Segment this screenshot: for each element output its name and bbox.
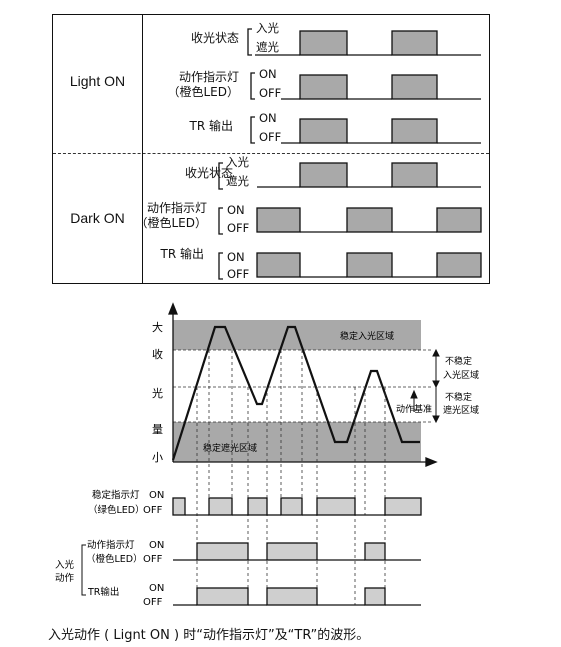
dark-on-tr-on-label: ON (227, 250, 245, 264)
tr-output-label: TR输出 (87, 586, 119, 598)
action-indicator-off: OFF (143, 554, 163, 565)
light-on-receive-pulse-2 (391, 30, 438, 56)
stable-incident-label: 稳定入光区域 (340, 330, 394, 342)
y-axis-arrow (168, 302, 178, 315)
dark-on-action-off-label: OFF (227, 221, 250, 235)
light-on-action-off-label: OFF (259, 86, 282, 100)
light-on-receive-high-label: 入光 (256, 21, 279, 35)
dark-on-action-pulse-2 (346, 207, 393, 233)
bracket-5 (218, 207, 223, 235)
light-on-receive-low-label: 遮光 (256, 40, 279, 54)
unstable-shade-label-2: 遮光区域 (443, 404, 479, 416)
light-on-receive-pulse-1 (299, 30, 348, 56)
mode-waveform-table: Light ON Dark ON 收光状态 入光 遮光 动作指示灯 （橙色LED… (52, 14, 490, 284)
light-on-tr-pulse-2 (391, 118, 438, 144)
bracket-2 (250, 72, 255, 100)
light-on-action-pulse-1 (299, 74, 348, 100)
group-label-2: 动作 (55, 572, 75, 584)
table-column-separator (142, 15, 143, 283)
action-indicator-on: ON (149, 540, 164, 551)
threshold-label: 动作基准 (396, 403, 432, 415)
dark-on-receive-high-label: 入光 (226, 155, 249, 169)
dark-on-tr-off-label: OFF (227, 267, 250, 281)
light-on-tr-output-label: TR 输出 (189, 119, 233, 133)
dark-on-receive-pulse-2 (391, 162, 438, 188)
light-on-tr-on-label: ON (259, 111, 277, 125)
dark-on-tr-output-label: TR 输出 (160, 247, 204, 261)
bracket-3 (250, 116, 255, 144)
unstable-incident-label-2: 入光区域 (443, 369, 479, 381)
table-row-separator (53, 153, 489, 154)
tr-output-off: OFF (143, 597, 163, 608)
top-waveforms (218, 28, 482, 280)
group-bracket (81, 544, 86, 596)
unstable-incident-label-1: 不稳定 (445, 355, 472, 367)
unstable-shade-label-1: 不稳定 (445, 391, 472, 403)
stable-indicator-on: ON (149, 490, 164, 501)
action-indicator-label-1: 动作指示灯 (87, 539, 135, 551)
dark-on-action-pulse-1 (256, 207, 301, 233)
y-label-small: 小 (152, 451, 163, 464)
dark-on-receive-pulse-1 (299, 162, 348, 188)
dark-on-receive-state-label: 收光状态 (184, 166, 233, 180)
stable-shade-zone (173, 422, 421, 462)
light-on-receive-state-label: 收光状态 (190, 31, 239, 45)
tr-output-on: ON (149, 583, 164, 594)
y-label-large: 大 (152, 320, 163, 334)
light-on-tr-pulse-1 (299, 118, 348, 144)
dark-on-action-on-label: ON (227, 203, 245, 217)
dark-on-tr-pulse-1 (256, 252, 301, 278)
dark-on-receive-low-label: 遮光 (226, 174, 249, 188)
light-on-tr-off-label: OFF (259, 130, 282, 144)
dark-on-action-indicator-label: 动作指示灯 （橙色LED） (135, 201, 207, 230)
stable-indicator-off: OFF (143, 505, 163, 516)
group-label-1: 入光 (55, 559, 75, 571)
figure-caption: 入光动作 ( Lignt ON ) 时“动作指示灯”及“TR”的波形。 (48, 628, 370, 643)
y-label-receive: 收 (152, 347, 163, 361)
dark-on-tr-pulse-2 (346, 252, 393, 278)
bracket-6 (218, 252, 223, 280)
bracket-1 (247, 28, 252, 56)
y-label-amount: 量 (152, 423, 163, 436)
dark-on-tr-pulse-3 (436, 252, 482, 278)
stable-shade-label: 稳定遮光区域 (203, 442, 257, 454)
mode-light-on-label: Light ON (69, 73, 126, 89)
bracket-4 (218, 162, 223, 190)
mode-dark-on-label: Dark ON (70, 210, 125, 226)
dark-on-action-pulse-3 (436, 207, 482, 233)
stable-indicator-label-2: （绿色LED） (88, 504, 145, 516)
light-on-action-indicator-label: 动作指示灯 （橙色LED） (167, 70, 239, 99)
action-indicator-label-2: （橙色LED） (86, 553, 143, 565)
y-label-light: 光 (152, 386, 163, 400)
x-axis-arrow (425, 457, 438, 467)
light-on-action-on-label: ON (259, 67, 277, 81)
stable-indicator-label-1: 稳定指示灯 (92, 489, 140, 501)
light-amount-curve (171, 325, 420, 461)
threshold-diagram: 大 收 光 量 小 稳定入光区域 稳定遮光区域 不稳定 入光区域 不稳定 遮光区… (55, 302, 479, 608)
light-on-action-pulse-2 (391, 74, 438, 100)
